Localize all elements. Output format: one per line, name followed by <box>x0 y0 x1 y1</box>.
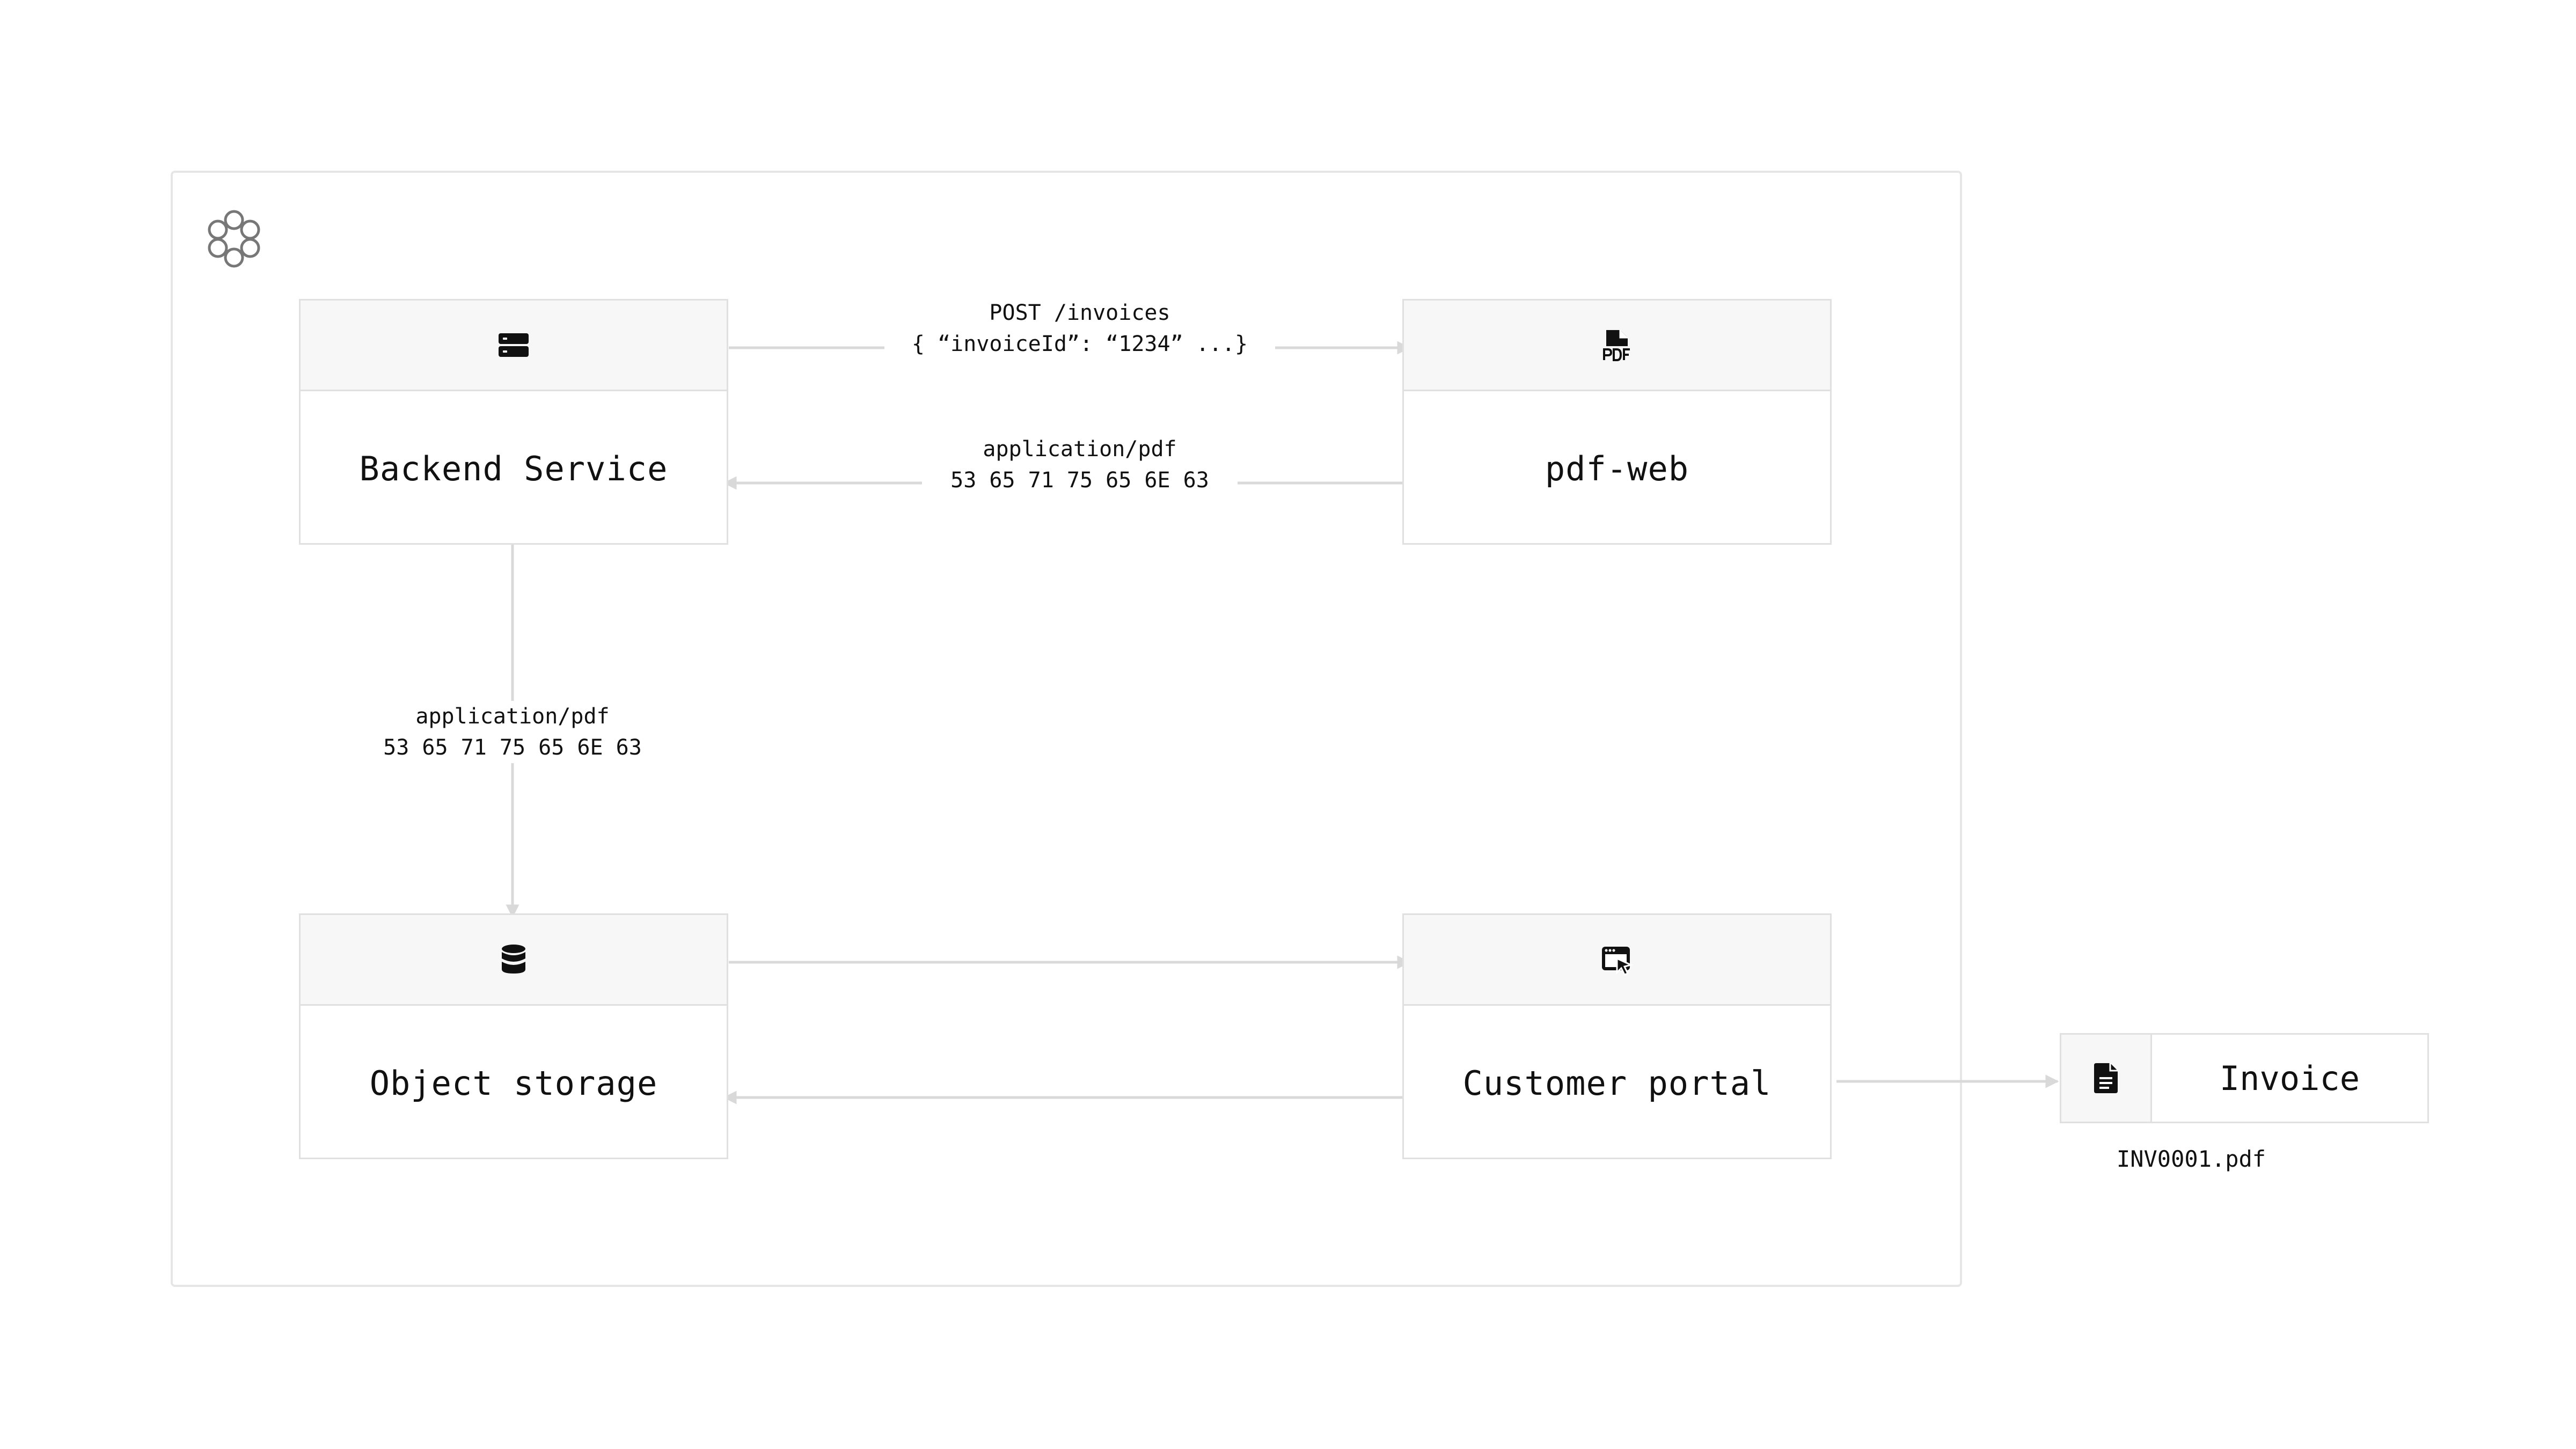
edge-store-line1: application/pdf <box>415 704 610 729</box>
edge-response-label: application/pdf 53 65 71 75 65 6E 63 <box>922 434 1238 496</box>
node-label: pdf-web <box>1545 449 1689 488</box>
edge-store-label: application/pdf 53 65 71 75 65 6E 63 <box>365 701 660 763</box>
node-object-storage[interactable]: Object storage <box>299 913 728 1159</box>
edge-request-line2: { “invoiceId”: “1234” ...} <box>911 332 1248 356</box>
database-icon <box>502 945 525 974</box>
system-boundary <box>171 171 1962 1287</box>
node-label: Backend Service <box>359 449 668 488</box>
output-filename: INV0001.pdf <box>2116 1146 2266 1172</box>
node-backend-service[interactable]: Backend Service <box>299 299 728 545</box>
edge-store-line2: 53 65 71 75 65 6E 63 <box>383 735 642 760</box>
atom-logo-icon <box>208 210 260 268</box>
output-label: Invoice <box>2219 1058 2360 1098</box>
node-customer-portal[interactable]: Customer portal <box>1402 913 1832 1159</box>
node-label: Object storage <box>369 1064 658 1103</box>
output-invoice[interactable]: Invoice <box>2060 1033 2429 1123</box>
edge-response-line1: application/pdf <box>983 437 1177 462</box>
edge-request-line1: POST /invoices <box>989 301 1170 325</box>
node-header <box>301 915 727 1006</box>
browser-cursor-icon <box>1602 947 1634 976</box>
pdf-file-icon <box>1603 330 1630 361</box>
node-header <box>301 301 727 391</box>
server-icon <box>499 333 529 357</box>
edge-request-label: POST /invoices { “invoiceId”: “1234” ...… <box>884 297 1275 360</box>
node-label: Customer portal <box>1462 1064 1772 1103</box>
document-icon <box>2094 1063 2118 1093</box>
edge-response-line2: 53 65 71 75 65 6E 63 <box>950 468 1209 493</box>
node-header <box>1404 301 1830 391</box>
output-icon-box <box>2061 1035 2152 1122</box>
node-pdf-web[interactable]: pdf-web <box>1402 299 1832 545</box>
node-header <box>1404 915 1830 1006</box>
